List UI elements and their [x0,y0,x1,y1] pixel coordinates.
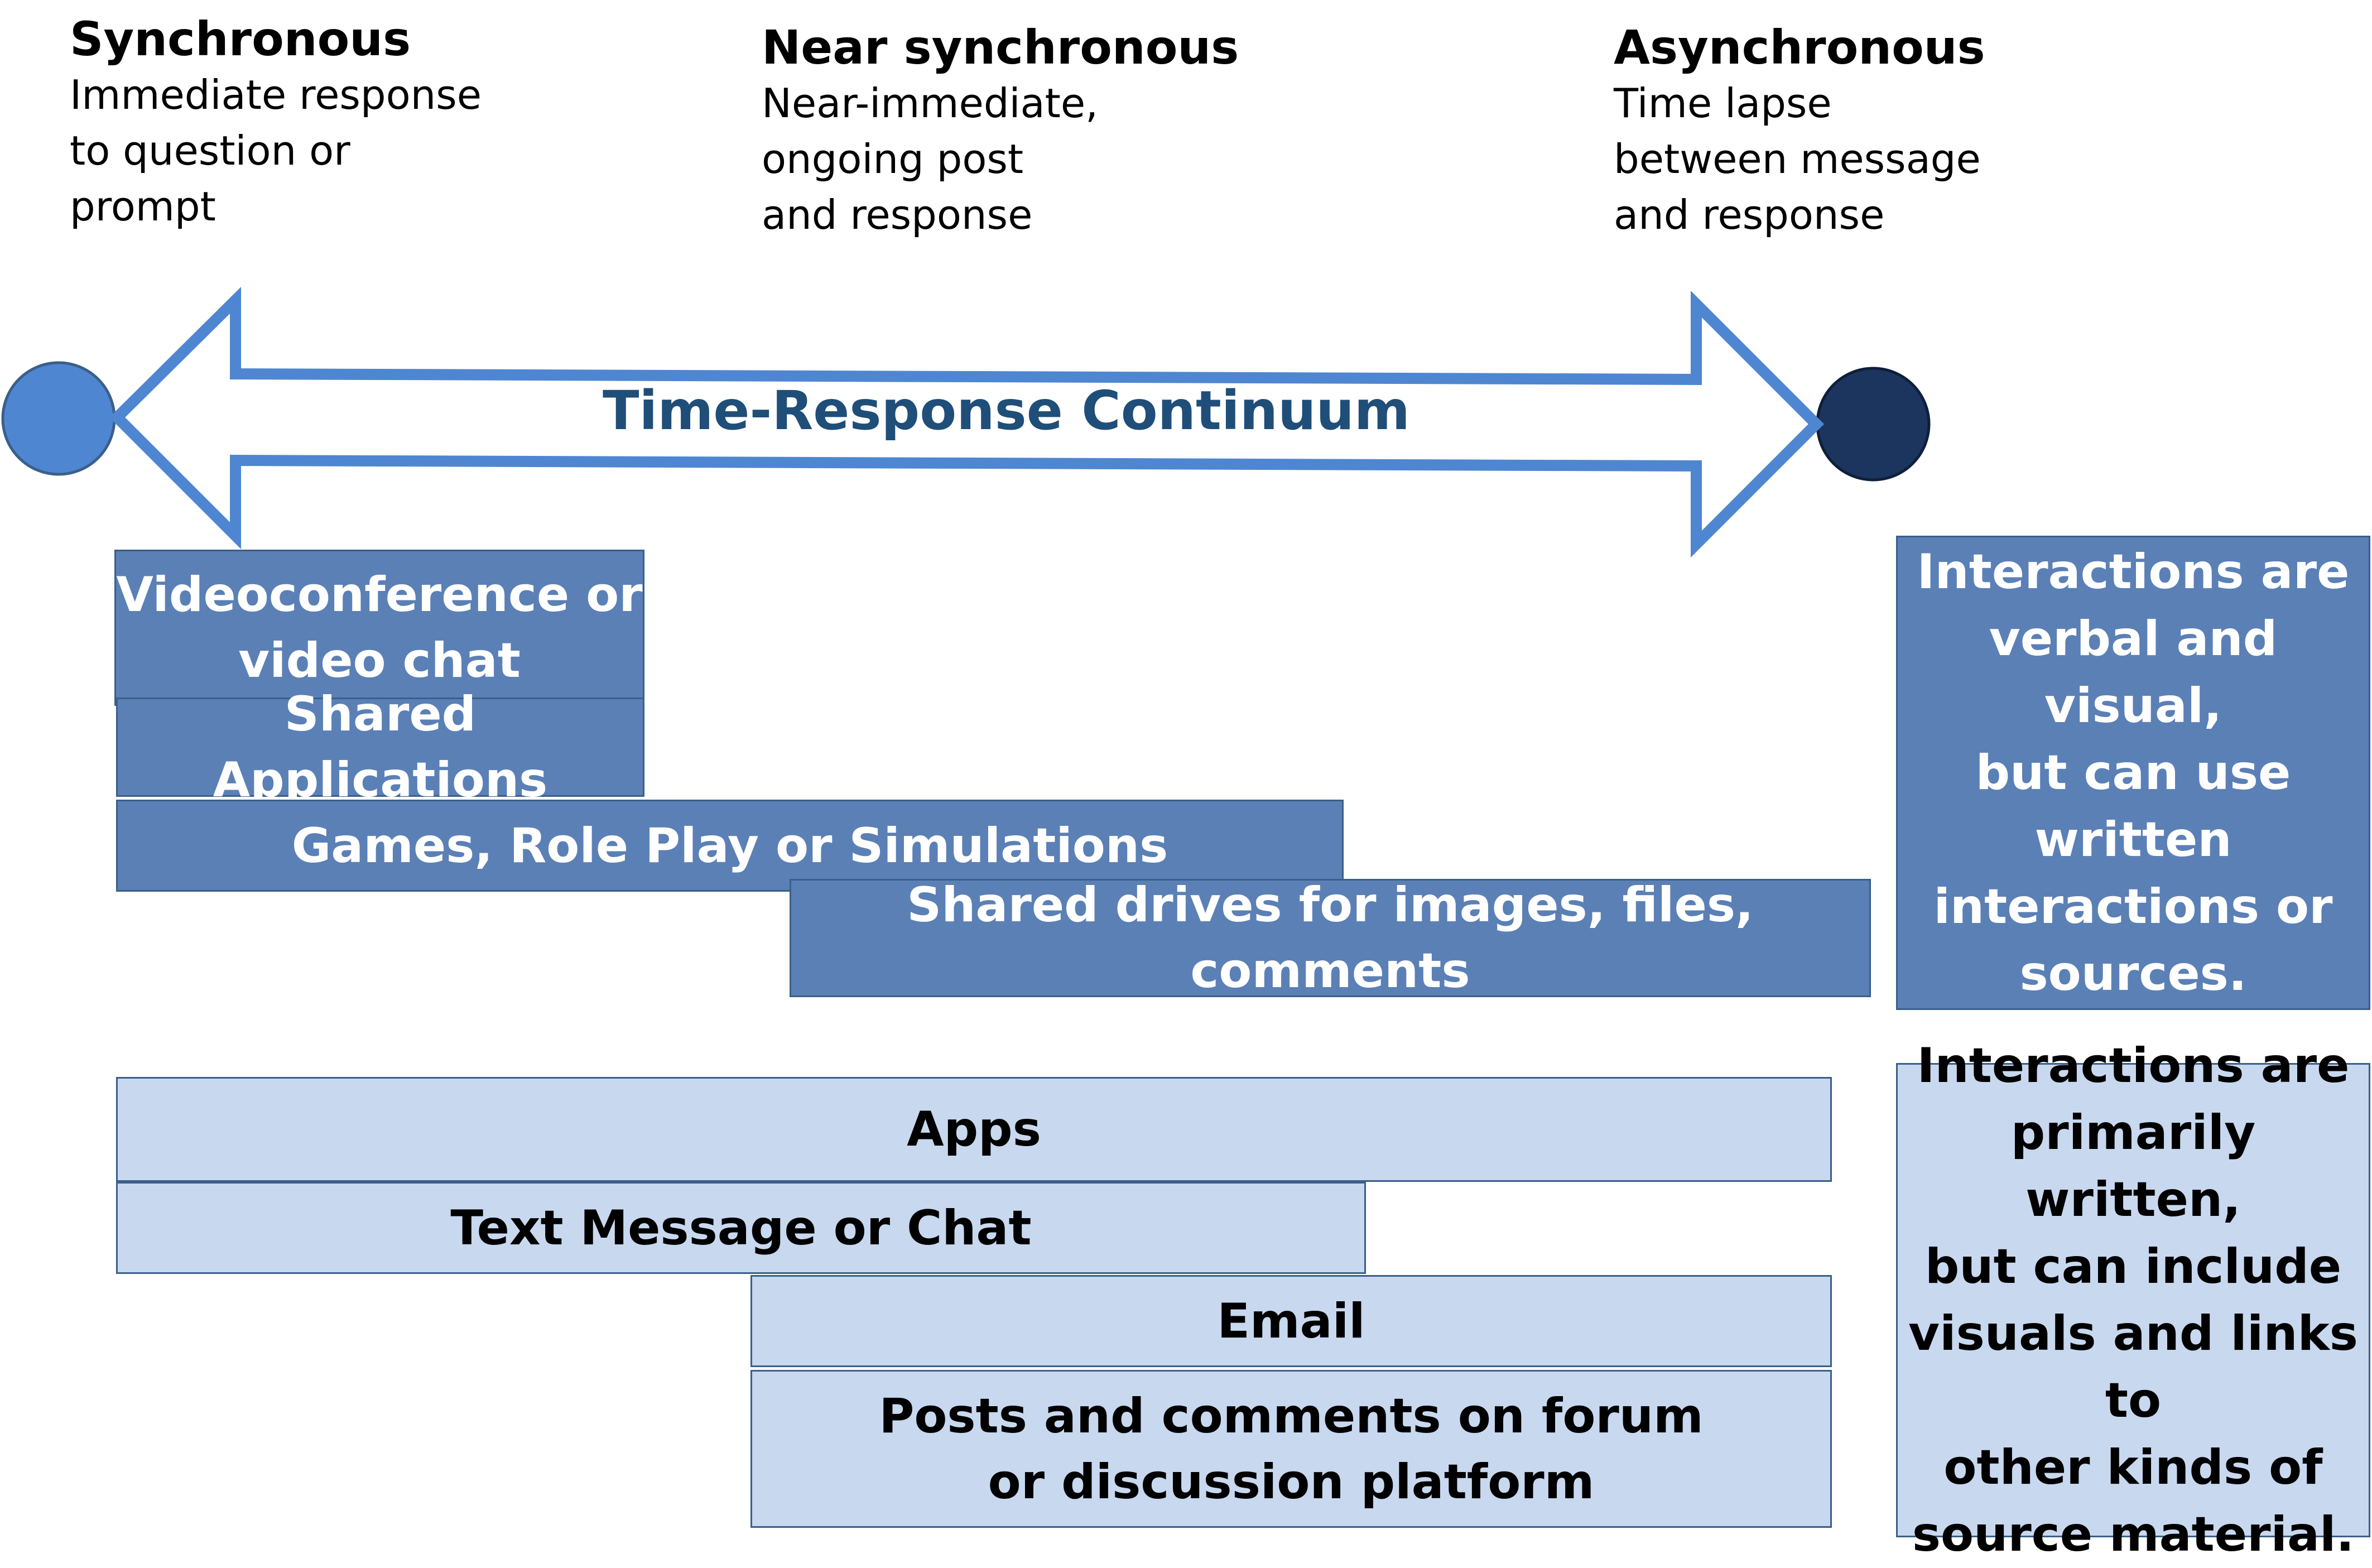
shared-drives-box: Shared drives for images, files, comment… [790,877,1871,999]
games-simulations-box: Games, Role Play or Simulations [116,800,1344,892]
header-asynchronous: Asynchronous Time lapse between message … [1614,20,1985,243]
posts-comments-box: Posts and comments on forum or discussio… [750,1370,1832,1528]
arrow-label: Time-Response Continuum [603,379,1410,442]
asynchronous-end-circle [1816,367,1931,482]
header-title: Synchronous [70,12,411,66]
email-box: Email [750,1275,1832,1367]
shared-applications-box: Shared Applications [116,686,644,808]
verbal-visual-note: Interactions are verbal and visual, but … [1896,536,2370,1010]
header-description: Immediate response to question or prompt [70,71,482,230]
header-description: Time lapse between message and response [1614,80,1981,238]
header-description: Near-immediate, ongoing post and respons… [762,80,1099,238]
written-note: Interactions are primarily written, but … [1896,1038,2370,1562]
header-title: Asynchronous [1614,20,1985,75]
header-synchronous: Synchronous Immediate response to questi… [70,11,482,234]
text-message-box: Text Message or Chat [116,1182,1366,1274]
apps-box: Apps [116,1077,1832,1182]
time-response-arrow [1,287,1931,558]
videoconference-box: Videoconference or video chat [114,550,644,706]
header-title: Near synchronous [762,20,1239,75]
header-near-synchronous: Near synchronous Near-immediate, ongoing… [762,20,1239,243]
double-arrow-shape [109,287,1825,558]
synchronous-end-circle [1,361,116,476]
